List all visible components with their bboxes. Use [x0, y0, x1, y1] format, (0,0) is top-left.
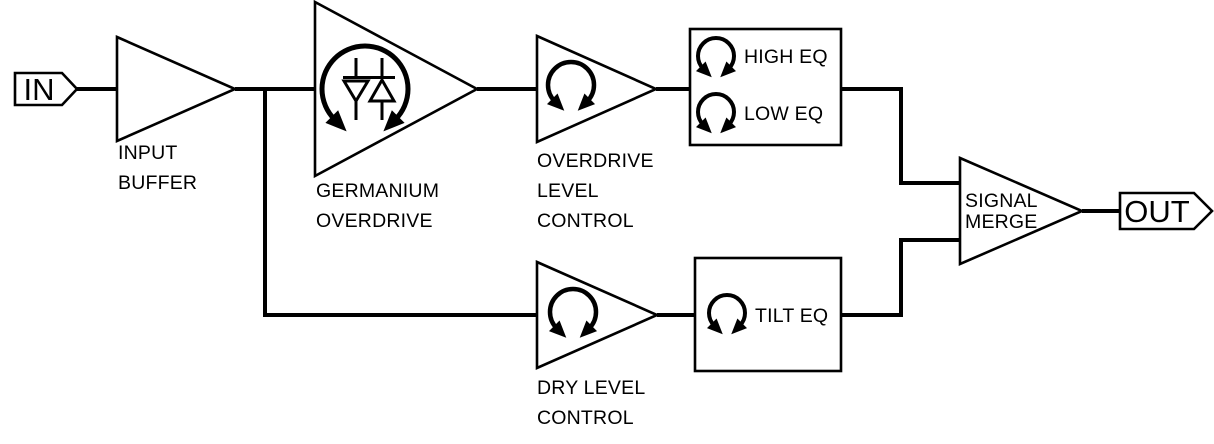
tilt-eq-label: TILT EQ: [755, 305, 828, 327]
germanium-overdrive-label-line2: OVERDRIVE: [316, 210, 433, 232]
overdrive-level-label-line3: CONTROL: [537, 210, 634, 232]
wire-branch-to-dry-level: [263, 89, 537, 317]
eq-box-block: HIGH EQ LOW EQ: [688, 27, 843, 147]
tilt-eq-block: TILT EQ: [693, 256, 843, 373]
clipping-diodes-icon: [341, 58, 397, 120]
dry-level-control-block: DRY LEVEL CONTROL: [535, 260, 661, 429]
germanium-overdrive-triangle: [313, 0, 480, 179]
overdrive-level-triangle: [535, 33, 660, 145]
germanium-overdrive-block: GERMANIUM OVERDRIVE: [313, 0, 480, 232]
tilt-eq-box: [693, 256, 843, 373]
out-terminal: OUT: [1118, 191, 1214, 231]
out-pentagon: [1118, 191, 1214, 231]
signal-merge-label-line2: MERGE: [965, 211, 1038, 233]
in-label: IN: [24, 72, 55, 107]
low-eq-label: LOW EQ: [744, 103, 823, 125]
germanium-overdrive-label-line1: GERMANIUM: [316, 180, 439, 202]
dry-level-label-line2: CONTROL: [537, 407, 634, 429]
input-buffer-block: INPUT BUFFER: [115, 35, 239, 194]
input-buffer-label-line2: BUFFER: [118, 172, 197, 194]
wires: [76, 87, 1120, 317]
signal-merge-label-line1: SIGNAL: [965, 190, 1038, 212]
eq-box: [688, 27, 843, 147]
high-eq-label: HIGH EQ: [744, 46, 828, 68]
out-label: OUT: [1124, 194, 1190, 229]
in-terminal: IN: [13, 71, 79, 107]
overdrive-level-control-block: OVERDRIVE LEVEL CONTROL: [535, 33, 660, 232]
dry-level-label-line1: DRY LEVEL: [537, 377, 645, 399]
overdrive-level-label-line1: OVERDRIVE: [537, 150, 654, 172]
in-pentagon: [13, 71, 79, 107]
input-buffer-triangle: [115, 35, 239, 143]
input-buffer-label-line1: INPUT: [118, 142, 178, 164]
wire-eq-box-to-merge: [841, 87, 960, 185]
overdrive-level-label-line2: LEVEL: [537, 180, 599, 202]
signal-merge-block: SIGNAL MERGE: [958, 156, 1086, 266]
signal-merge-triangle: [958, 156, 1086, 266]
wire-tilt-to-merge: [841, 238, 960, 317]
